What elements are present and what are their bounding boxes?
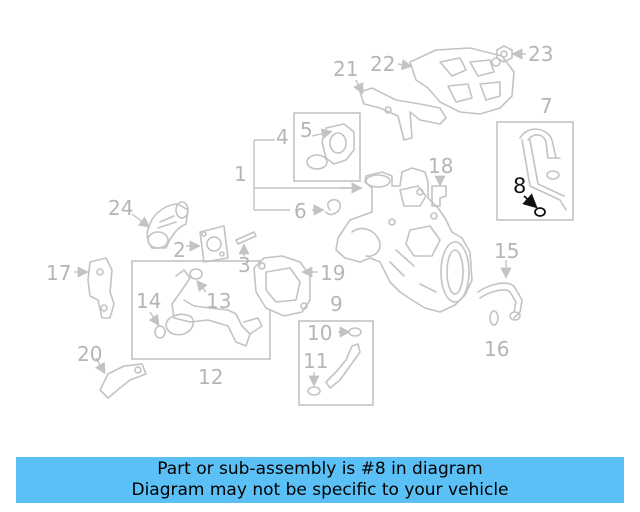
label-16: 16	[484, 337, 509, 361]
part-22-manifold	[397, 47, 515, 115]
label-1: 1	[234, 162, 247, 186]
part-21-heat-shield	[353, 79, 447, 141]
label-11: 11	[303, 349, 328, 373]
label-4: 4	[276, 125, 289, 149]
part-2-gasket	[186, 225, 229, 263]
banner-line-part-number: Part or sub-assembly is #8 in diagram	[157, 459, 483, 479]
label-19: 19	[320, 261, 345, 285]
label-23: 23	[528, 42, 553, 66]
label-5: 5	[300, 118, 313, 142]
part-number-labels: 1 2 3 4 5 6 7 8 9 10 11 12 13 14 15 16 1…	[46, 42, 553, 389]
part-23-nut	[496, 45, 526, 63]
label-3: 3	[238, 253, 251, 277]
label-7: 7	[540, 94, 553, 118]
label-17: 17	[46, 261, 71, 285]
label-22: 22	[370, 52, 395, 76]
label-13: 13	[206, 289, 231, 313]
part-7-box	[496, 121, 574, 221]
banner-line-disclaimer: Diagram may not be specific to your vehi…	[131, 480, 509, 500]
label-20: 20	[77, 342, 102, 366]
part-19-heat-shield	[253, 255, 318, 317]
label-18: 18	[428, 154, 453, 178]
part-20-bracket	[94, 357, 147, 399]
label-2: 2	[173, 238, 186, 262]
part-9-box	[298, 320, 374, 406]
label-9: 9	[330, 292, 343, 316]
label-24: 24	[108, 196, 133, 220]
label-6: 6	[294, 199, 307, 223]
turbocharger	[335, 167, 473, 313]
part-17-bracket	[74, 257, 115, 319]
part-24-intake-hose	[131, 201, 189, 249]
part-16-o-ring	[489, 310, 499, 326]
label-21: 21	[333, 57, 358, 81]
part-18-bracket	[431, 175, 447, 207]
part-15-pipe	[477, 260, 523, 321]
part-8-o-ring-highlighted	[522, 193, 546, 217]
label-15: 15	[494, 239, 519, 263]
part-6-clip	[312, 198, 341, 216]
part-info-banner: Part or sub-assembly is #8 in diagram Di…	[16, 457, 624, 503]
label-8-highlighted: 8	[513, 174, 526, 198]
label-14: 14	[136, 289, 161, 313]
group-bracket-1	[253, 139, 363, 211]
label-10: 10	[307, 321, 332, 345]
part-3-stud	[235, 231, 257, 256]
parts-diagram: 1 2 3 4 5 6 7 8 9 10 11 12 13 14 15 16 1…	[46, 42, 574, 406]
label-12: 12	[198, 365, 223, 389]
part-5-box	[293, 112, 361, 182]
